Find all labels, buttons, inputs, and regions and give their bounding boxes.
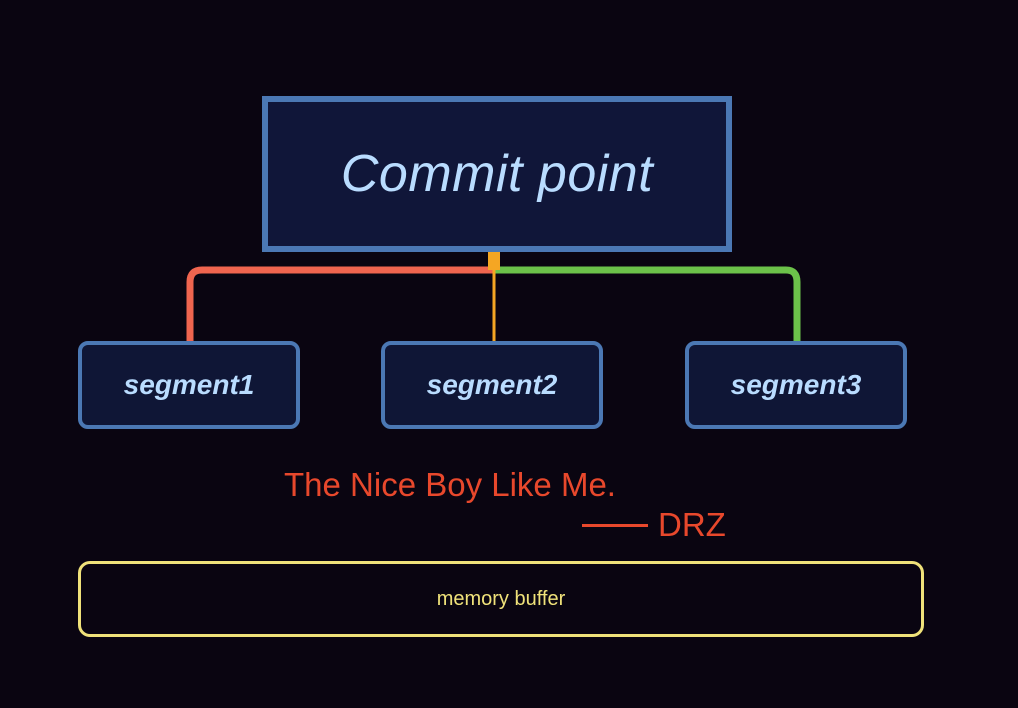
segment-label-2: segment2 bbox=[426, 369, 558, 400]
segment-label-1: segment1 bbox=[123, 369, 255, 400]
segment-box-3: segment3 bbox=[685, 341, 907, 429]
segment-label-3: segment3 bbox=[730, 369, 862, 400]
quote-author: DRZ bbox=[582, 506, 726, 544]
author-name: DRZ bbox=[658, 506, 726, 543]
connector-segment3 bbox=[494, 266, 801, 341]
segment-box-2: segment2 bbox=[381, 341, 603, 429]
commit-point-box: Commit point bbox=[262, 96, 732, 252]
memory-buffer-label: memory buffer bbox=[436, 587, 566, 610]
commit-point-label: Commit point bbox=[340, 145, 654, 203]
connector-junction bbox=[488, 250, 500, 270]
connector-segment1 bbox=[186, 266, 494, 341]
author-dash bbox=[582, 523, 648, 527]
memory-buffer-box: memory buffer bbox=[78, 561, 924, 637]
segment-box-1: segment1 bbox=[78, 341, 300, 429]
quote-text: The Nice Boy Like Me. bbox=[284, 466, 616, 503]
